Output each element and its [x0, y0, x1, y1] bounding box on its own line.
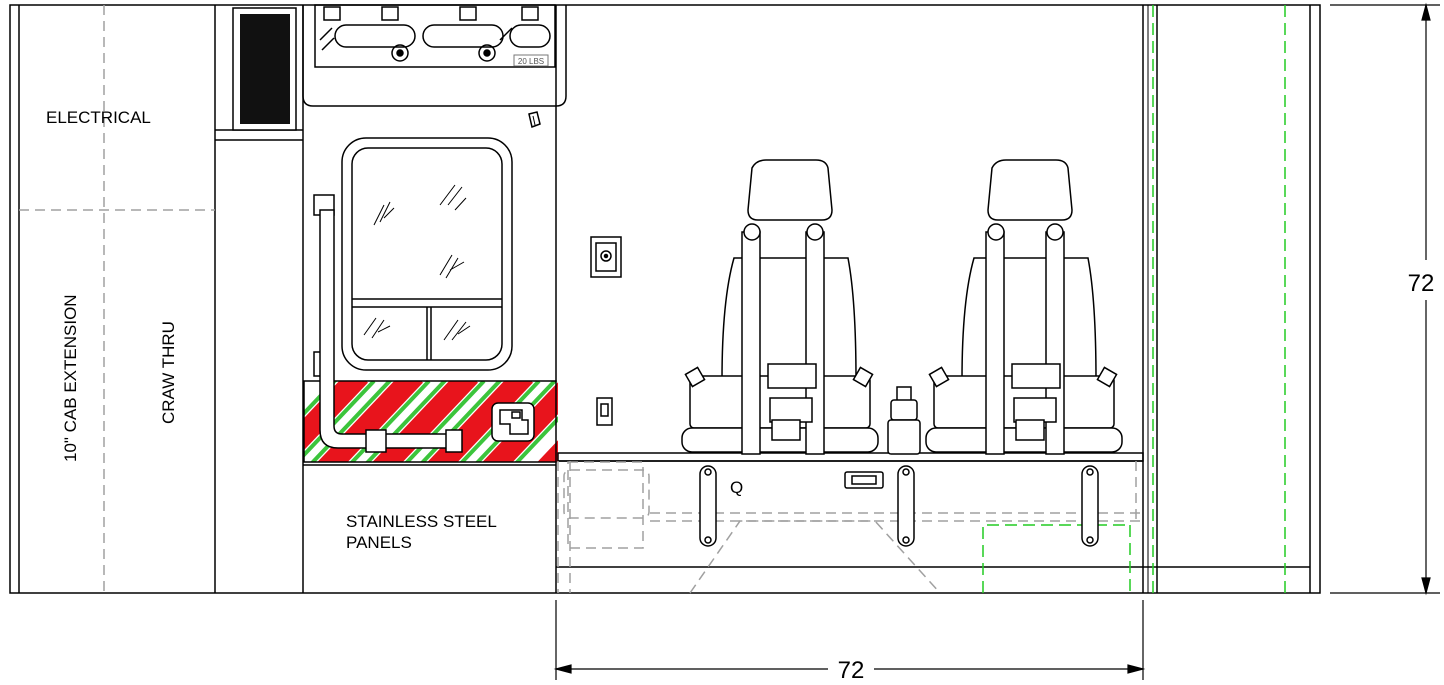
height-dimension-value: 72 [1408, 270, 1435, 297]
panels-label-line2: PANELS [346, 533, 412, 552]
door-window [341, 137, 513, 371]
wall-outlet [590, 236, 622, 278]
hazard-stripes [303, 380, 558, 463]
bench-mark-label: Q [730, 478, 743, 497]
vent-grille [232, 7, 297, 131]
hidden-lines-bench [557, 461, 1143, 594]
body-outline [9, 4, 1321, 594]
door-latch [491, 402, 535, 442]
panels-label-line1: STAINLESS STEEL [346, 512, 497, 531]
seat-right [925, 159, 1123, 455]
height-dimension [1330, 2, 1440, 596]
electrical-label: ELECTRICAL [46, 108, 151, 127]
hidden-lines-left [19, 5, 215, 593]
hidden-lines-green [982, 5, 1286, 593]
weight-tag-label: 20 LBS [518, 57, 544, 66]
bench-straps [699, 465, 1099, 547]
width-dimension [553, 600, 1146, 680]
seat-left [681, 159, 879, 455]
craw-thru-label: CRAW THRU [159, 321, 178, 424]
weight-tag: 20 LBS [513, 54, 549, 67]
cab-extension-label: 10" CAB EXTENSION [61, 294, 80, 462]
bench [556, 5, 1310, 593]
wall-switch [596, 397, 613, 426]
width-dimension-value: 72 [838, 657, 865, 684]
light-fixture [528, 111, 541, 129]
upper-cabinet [302, 4, 567, 107]
center-bottle [887, 386, 921, 455]
grab-handle [313, 194, 463, 453]
